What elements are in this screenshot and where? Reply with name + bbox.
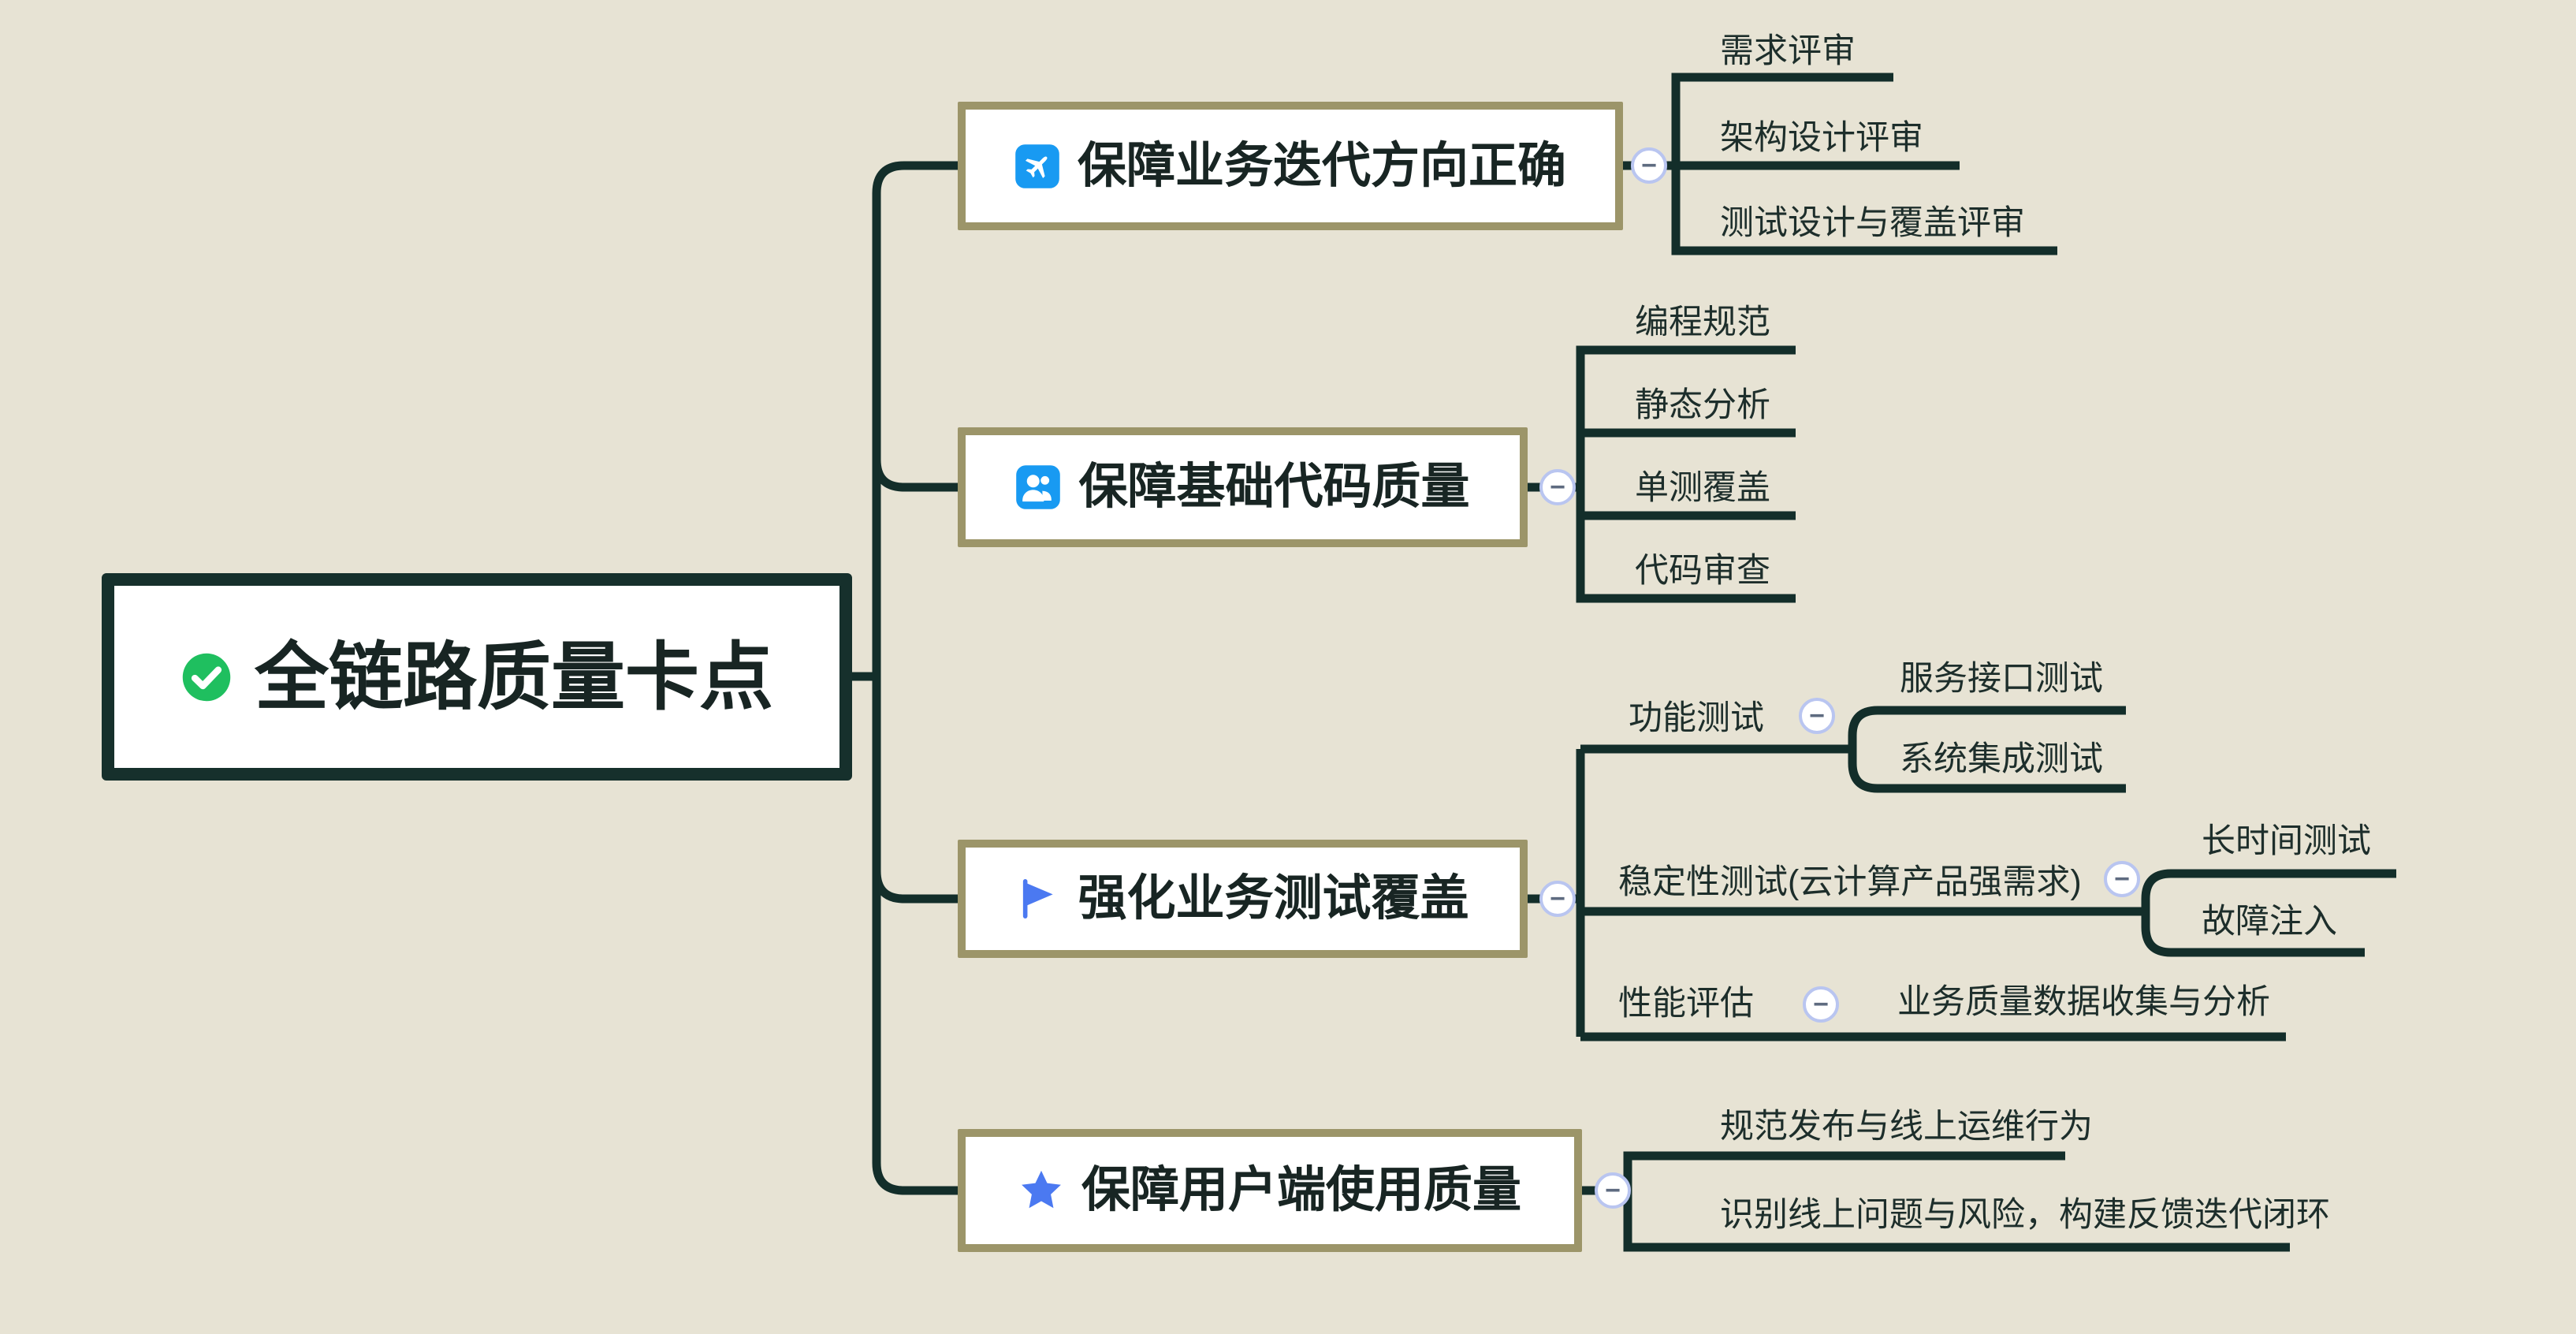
subtopic-unit-test-coverage[interactable]: 单测覆盖 xyxy=(1635,469,1770,507)
subtopic-code-review[interactable]: 代码审查 xyxy=(1635,552,1770,590)
root-topic[interactable]: 全链路质量卡点 xyxy=(102,573,852,781)
subtopic-fault-injection[interactable]: 故障注入 xyxy=(2202,903,2337,941)
subtopic-quality-data-analysis[interactable]: 业务质量数据收集与分析 xyxy=(1897,983,2270,1021)
branch-topic-test-coverage[interactable]: 强化业务测试覆盖 xyxy=(958,840,1528,958)
branch-topic-label: 强化业务测试覆盖 xyxy=(1078,871,1469,926)
airplane-icon xyxy=(1014,143,1060,189)
branch-topic-label: 保障基础代码质量 xyxy=(1078,460,1470,514)
collapse-button-branch1[interactable]: − xyxy=(1631,147,1667,184)
collapse-button-stability-test[interactable]: − xyxy=(2104,861,2140,897)
subtopic-service-api-test[interactable]: 服务接口测试 xyxy=(1900,660,2103,698)
subtopic-stability-test[interactable]: 稳定性测试(云计算产品强需求) xyxy=(1618,863,2082,901)
subtopic-system-integration-test[interactable]: 系统集成测试 xyxy=(1900,740,2103,778)
collapse-button-branch2[interactable]: − xyxy=(1539,469,1576,505)
connector-branch2-fork xyxy=(872,459,958,492)
flag-icon xyxy=(1016,877,1060,921)
connector-trunk xyxy=(872,161,958,1195)
root-topic-label: 全链路质量卡点 xyxy=(254,635,773,718)
branch-topic-user-quality[interactable]: 保障用户端使用质量 xyxy=(958,1129,1582,1252)
subtopic-performance-eval[interactable]: 性能评估 xyxy=(1618,985,1754,1023)
subtopic-static-analysis[interactable]: 静态分析 xyxy=(1635,386,1770,424)
subtopic-coding-standard[interactable]: 编程规范 xyxy=(1635,304,1770,341)
subtopic-testdesign-review[interactable]: 测试设计与覆盖评审 xyxy=(1720,204,2025,242)
branch-topic-code-quality[interactable]: 保障基础代码质量 xyxy=(958,427,1528,547)
users-icon xyxy=(1015,464,1061,510)
branch-topic-label: 保障用户端使用质量 xyxy=(1081,1163,1521,1217)
subtopic-functional-test[interactable]: 功能测试 xyxy=(1629,699,1764,737)
branch-topic-label: 保障业务迭代方向正确 xyxy=(1077,138,1566,193)
collapse-button-branch3[interactable]: − xyxy=(1539,881,1576,917)
subtopic-requirement-review[interactable]: 需求评审 xyxy=(1720,32,1856,70)
subtopic-release-ops-standard[interactable]: 规范发布与线上运维行为 xyxy=(1720,1108,2093,1146)
subtopic-online-issue-feedback-loop[interactable]: 识别线上问题与风险，构建反馈迭代闭环 xyxy=(1720,1196,2330,1234)
subtopic-long-duration-test[interactable]: 长时间测试 xyxy=(2202,822,2371,860)
collapse-button-functional-test[interactable]: − xyxy=(1799,698,1835,734)
collapse-button-branch4[interactable]: − xyxy=(1595,1172,1631,1209)
collapse-button-performance[interactable]: − xyxy=(1803,986,1839,1023)
check-circle-icon xyxy=(181,651,233,703)
branch-topic-business-iteration[interactable]: 保障业务迭代方向正确 xyxy=(958,102,1623,230)
connector-branch3-fork xyxy=(872,870,958,904)
subtopic-architecture-review[interactable]: 架构设计评审 xyxy=(1720,119,1923,157)
star-icon xyxy=(1018,1168,1064,1213)
